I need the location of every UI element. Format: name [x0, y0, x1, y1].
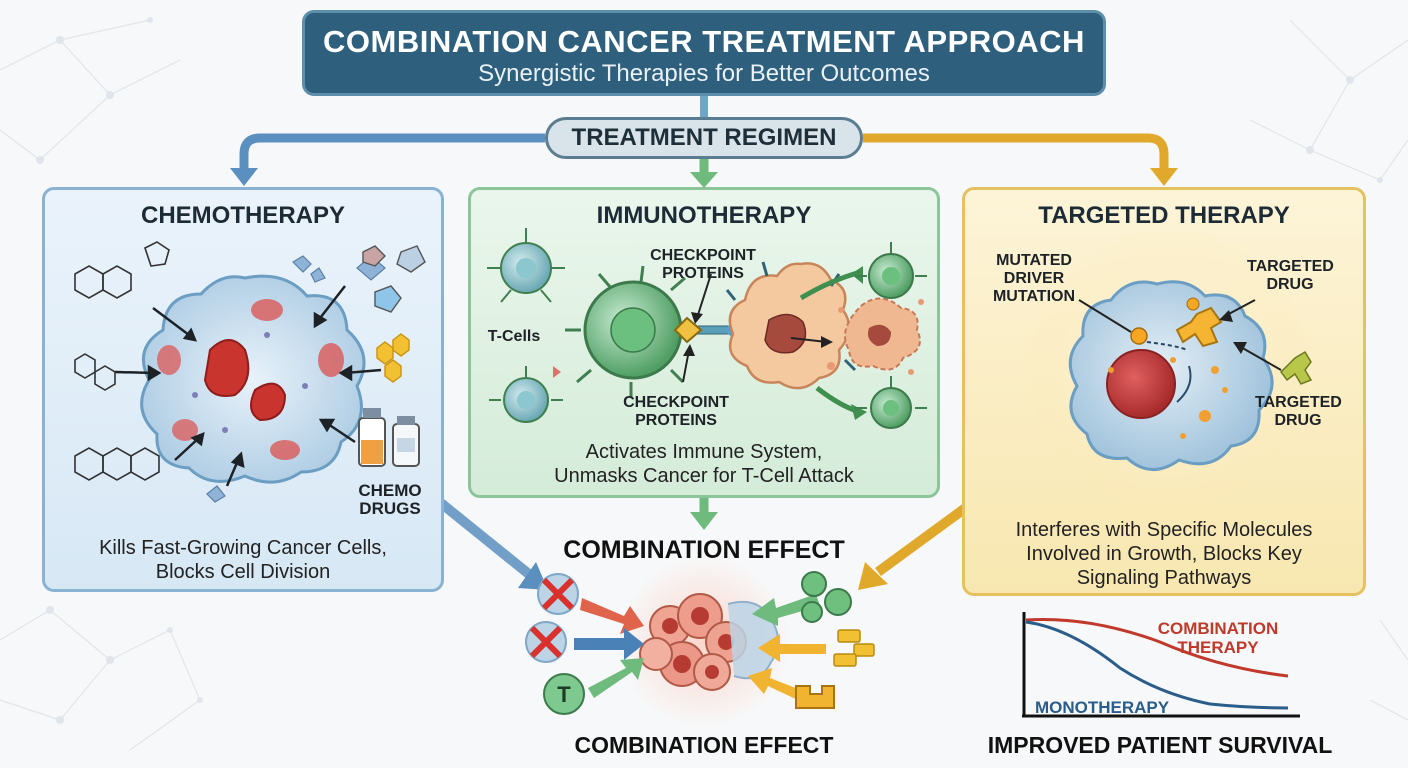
chemotherapy-description: Kills Fast-Growing Cancer Cells, Blocks …: [45, 536, 441, 584]
combination-therapy-curve: [1025, 618, 1289, 678]
combination-therapy-label: COMBINATION THERAPY: [1157, 619, 1279, 657]
immunotherapy-description-line1: Activates Immune System,: [585, 441, 823, 463]
immunotherapy-panel: IMMUNOTHERAPY: [468, 187, 940, 498]
monotherapy-curve: [1025, 620, 1289, 710]
cross-mark-icon: [529, 625, 563, 659]
immunotherapy-title: IMMUNOTHERAPY: [596, 202, 812, 229]
cross-mark-icon: [541, 577, 575, 611]
targeted-description-line1: Interferes with Specific Molecules: [1015, 519, 1313, 541]
targeted-drug-bound: [1175, 306, 1223, 348]
cell-nucleus: [203, 339, 250, 397]
improved-survival-footer: IMPROVED PATIENT SURVIVAL: [987, 732, 1333, 758]
chemo-cancer-cell-illustration: [74, 241, 426, 503]
mutation-marker: [1130, 327, 1148, 345]
t-cells-label: T-Cells: [487, 328, 541, 345]
targeted-description-line2: Involved in Growth, Blocks Key: [1026, 543, 1302, 565]
targeted-drug-label-bottom: TARGETED DRUG: [1255, 394, 1342, 429]
survival-curve-chart: [1022, 612, 1300, 718]
chemotherapy-description-line2: Blocks Cell Division: [155, 561, 331, 583]
targeted-description-line3: Signaling Pathways: [1076, 567, 1252, 589]
page-title: COMBINATION CANCER TREATMENT APPROACH: [323, 24, 1085, 59]
chemotherapy-title: CHEMOTHERAPY: [140, 202, 345, 229]
targeted-drug-free: [1280, 350, 1313, 385]
checkpoint-proteins-label-top: CHECKPOINT PROTEINS: [650, 247, 756, 282]
monotherapy-label: MONOTHERAPY: [1034, 698, 1170, 717]
chemo-drug-vials: [358, 408, 420, 467]
t-cell-letter: T: [557, 682, 571, 707]
t-cell-icon: [543, 673, 585, 715]
chemotherapy-description-line1: Kills Fast-Growing Cancer Cells,: [99, 537, 387, 559]
treatment-regimen-label: TREATMENT REGIMEN: [545, 117, 863, 159]
combination-effect-illustration: T: [525, 556, 875, 728]
targeted-cell-illustration: [1029, 230, 1313, 510]
title-banner: COMBINATION CANCER TREATMENT APPROACH Sy…: [302, 10, 1106, 96]
chemotherapy-panel: CHEMOTHERAPY: [42, 187, 444, 592]
targeted-therapy-title: TARGETED THERAPY: [1038, 202, 1290, 229]
targeted-drug-label-top: TARGETED DRUG: [1247, 258, 1334, 293]
chemo-drugs-label: CHEMO DRUGS: [358, 481, 422, 518]
combination-effect-footer: COMBINATION EFFECT: [574, 732, 834, 758]
mutated-driver-mutation-label: MUTATED DRIVER MUTATION: [992, 252, 1076, 305]
page-subtitle: Synergistic Therapies for Better Outcome…: [478, 60, 930, 87]
targeted-therapy-panel: TARGETED THERAPY: [962, 187, 1366, 596]
checkpoint-proteins-label-bottom: CHECKPOINT PROTEINS: [623, 394, 729, 429]
immunotherapy-illustration: [487, 228, 927, 429]
targeted-therapy-description: Interferes with Specific Molecules Invol…: [965, 518, 1363, 590]
immunotherapy-description-line2: Unmasks Cancer for T-Cell Attack: [554, 465, 854, 487]
cell-nucleus: [1106, 349, 1176, 419]
immunotherapy-description: Activates Immune System, Unmasks Cancer …: [471, 440, 937, 488]
